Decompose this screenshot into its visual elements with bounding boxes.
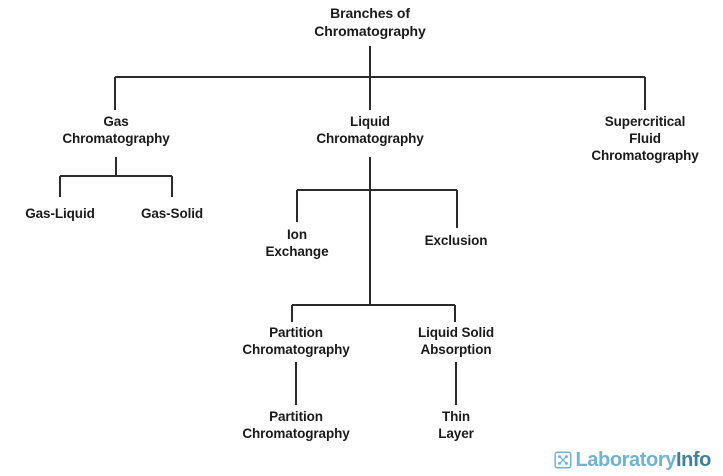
watermark-text: LaboratoryInfo (575, 450, 711, 470)
node-gas-chromatography: Gas Chromatography (62, 114, 170, 146)
node-liquid-chromatography: Liquid Chromatography (316, 114, 424, 146)
node-root: Branches of Chromatography (314, 5, 426, 39)
node-gas-solid: Gas-Solid (140, 206, 204, 221)
node-gas-liquid: Gas-Liquid (25, 206, 95, 221)
laboratoryinfo-watermark: LaboratoryInfo (554, 450, 711, 470)
node-partition-chromatography: Partition Chromatography (242, 325, 350, 357)
molecule-icon (554, 451, 573, 469)
node-partition-chromatography-leaf: Partition Chromatography (242, 409, 350, 441)
watermark-brand-secondary: Info (675, 449, 711, 471)
watermark-brand-primary: Laboratory (575, 449, 676, 471)
node-liquid-solid-absorption: Liquid Solid Absorption (417, 325, 495, 357)
node-supercritical-fluid-chromatography: Supercritical Fluid Chromatography (591, 114, 699, 163)
node-ion-exchange: Ion Exchange (265, 227, 329, 259)
node-thin-layer: Thin Layer (438, 409, 474, 441)
node-exclusion: Exclusion (424, 233, 488, 248)
